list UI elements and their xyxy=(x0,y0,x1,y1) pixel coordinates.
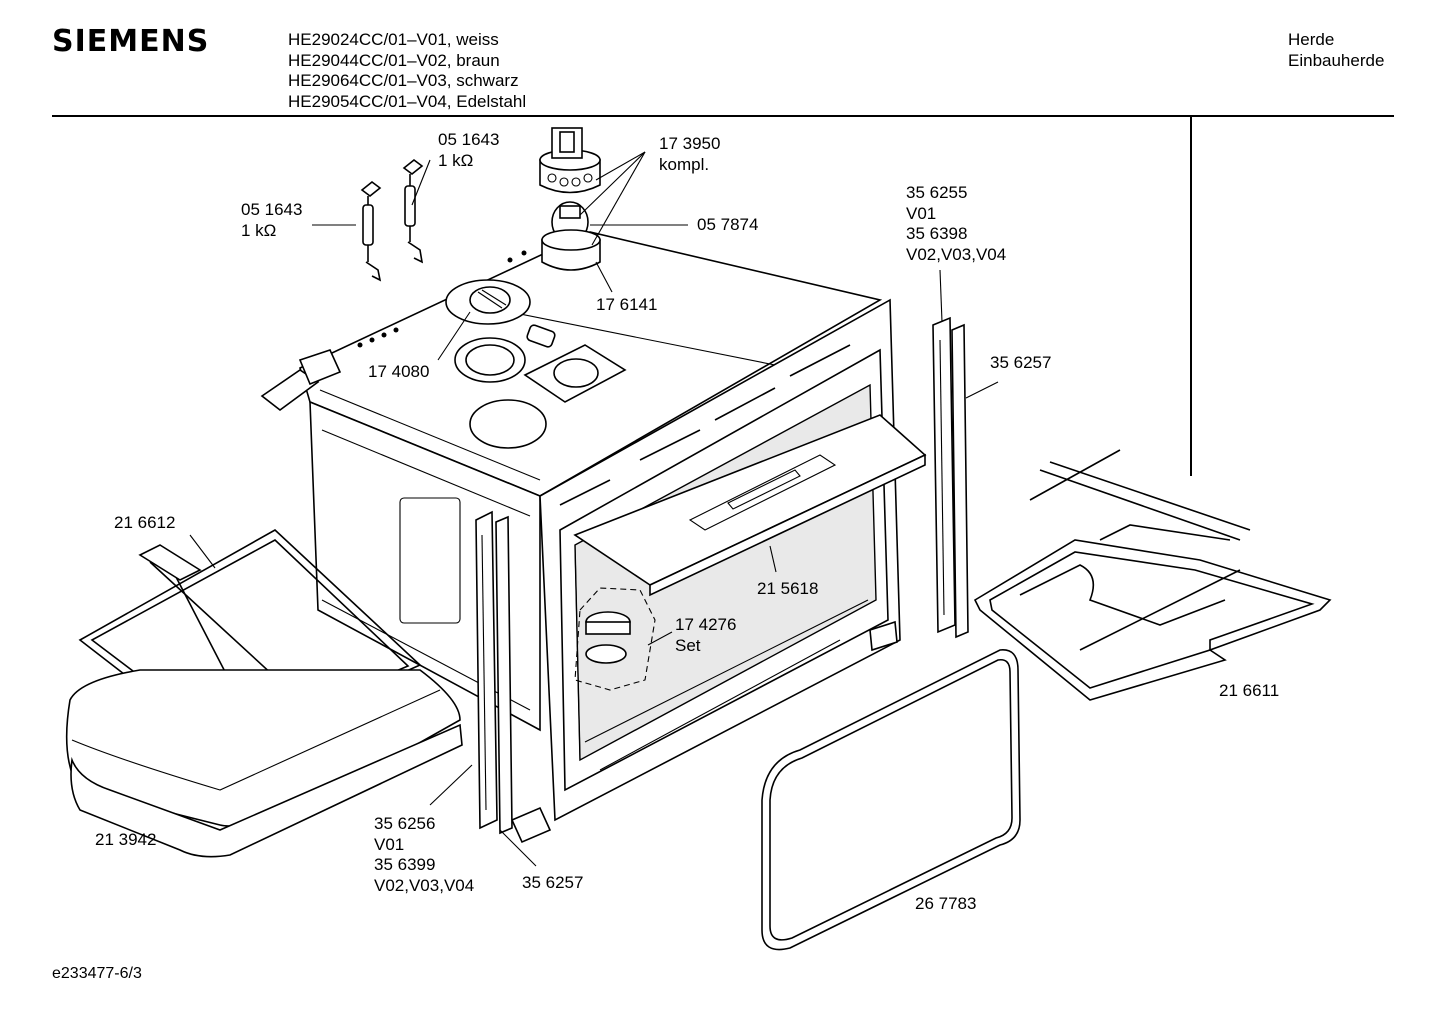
part-label-057874: 05 7874 xyxy=(697,215,759,234)
part-174080-lamp-cover xyxy=(445,279,531,325)
part-variant: V01 xyxy=(906,203,937,223)
part-215618-tray xyxy=(573,414,927,597)
part-356257-side-strip-left xyxy=(495,515,513,835)
part-216611-top-heater xyxy=(973,449,1332,701)
part-label-174276: 17 4276 Set xyxy=(675,615,736,656)
part-number: 35 6398 xyxy=(906,224,968,243)
category-line: Herde xyxy=(1288,30,1335,49)
separator-rule xyxy=(1190,117,1192,476)
part-label-267783: 26 7783 xyxy=(915,894,977,913)
part-number: 35 6399 xyxy=(374,855,436,874)
part-356255-side-rail xyxy=(932,316,956,634)
part-051643-resistor-left xyxy=(360,180,382,282)
part-spec: 1 kΩ xyxy=(438,150,474,170)
part-spec: kompl. xyxy=(659,154,710,174)
leader-lines xyxy=(189,151,999,867)
part-label-173950: 17 3950 kompl. xyxy=(659,134,720,175)
model-line: HE29044CC/01–V02, braun xyxy=(288,50,500,70)
part-number: 05 1643 xyxy=(241,200,303,219)
part-number: 05 1643 xyxy=(438,130,500,149)
part-label-174080: 17 4080 xyxy=(368,362,430,381)
part-176141-holder xyxy=(541,229,601,271)
part-356256-side-rail xyxy=(475,510,498,830)
part-label-356257-bottom: 35 6257 xyxy=(522,873,584,892)
part-label-216612: 21 6612 xyxy=(114,513,176,532)
part-spec: Set xyxy=(675,635,701,655)
header-rule xyxy=(52,115,1394,117)
model-line: HE29064CC/01–V03, schwarz xyxy=(288,71,519,90)
part-number: 17 3950 xyxy=(659,134,721,153)
part-label-051643-left: 05 1643 1 kΩ xyxy=(241,200,302,241)
part-267783-door-seal xyxy=(761,649,1021,951)
part-variant: V02,V03,V04 xyxy=(374,875,475,895)
part-label-356257-right: 35 6257 xyxy=(990,353,1052,372)
part-label-051643-top: 05 1643 1 kΩ xyxy=(438,130,499,171)
part-label-216611: 21 6611 xyxy=(1219,681,1280,700)
document-id: e233477-6/3 xyxy=(52,965,142,982)
part-label-356256: 35 6256 V01 35 6399 V02,V03,V04 xyxy=(374,814,474,896)
part-variant: V01 xyxy=(374,834,405,854)
part-label-176141: 17 6141 xyxy=(596,295,658,314)
part-variant: V02,V03,V04 xyxy=(906,244,1007,264)
part-label-215618: 21 5618 xyxy=(757,579,819,598)
model-line: HE29024CC/01–V01, weiss xyxy=(288,30,499,49)
subcategory-line: Einbauherde xyxy=(1288,50,1385,70)
part-051643-resistor-right xyxy=(402,158,424,264)
model-line: HE29054CC/01–V04, Edelstahl xyxy=(288,91,527,111)
part-number: 17 4276 xyxy=(675,615,737,634)
model-list: HE29024CC/01–V01, weiss HE29044CC/01–V02… xyxy=(288,30,526,112)
part-173950-thermostat xyxy=(539,127,601,194)
part-356257-side-strip-right xyxy=(951,323,969,639)
part-174276-lamp-set xyxy=(574,587,656,691)
siemens-logo: SIEMENS xyxy=(52,24,210,59)
part-label-213942: 21 3942 xyxy=(95,830,157,849)
part-number: 35 6255 xyxy=(906,183,968,202)
category-block: Herde Einbauherde xyxy=(1288,30,1384,71)
part-213942-insulation xyxy=(65,669,463,858)
part-number: 35 6256 xyxy=(374,814,436,833)
part-label-356255: 35 6255 V01 35 6398 V02,V03,V04 xyxy=(906,183,1006,265)
part-spec: 1 kΩ xyxy=(241,220,277,240)
